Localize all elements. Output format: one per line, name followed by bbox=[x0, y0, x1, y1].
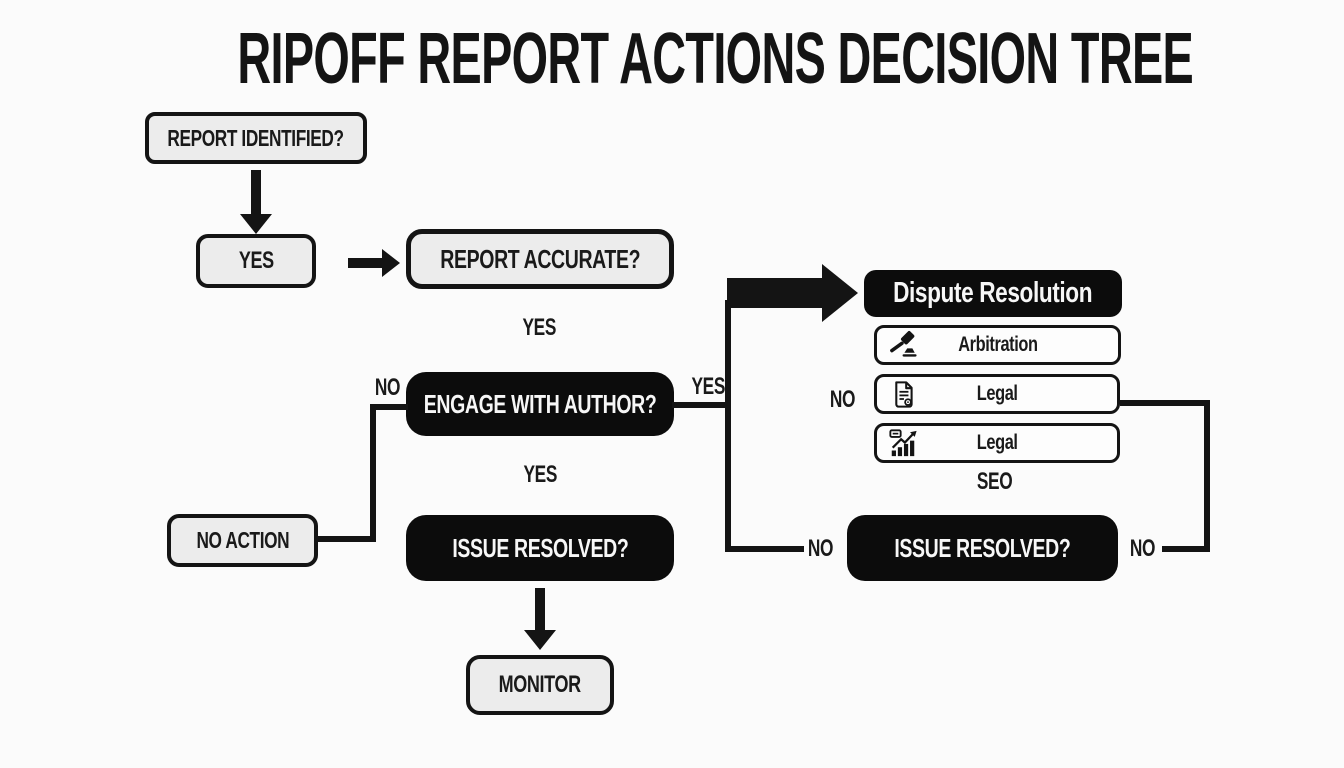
node-issue-resolved-left: ISSUE RESOLVED? bbox=[406, 515, 674, 581]
edge-right-vertical bbox=[1204, 400, 1210, 552]
node-report-accurate-label: REPORT ACCURATE? bbox=[440, 243, 640, 274]
node-issue-resolved-right: ISSUE RESOLVED? bbox=[847, 515, 1118, 581]
arrow-shaft bbox=[535, 588, 545, 632]
node-legal-seo-label: Legal bbox=[976, 431, 1018, 454]
page-title-text: RIPOFF REPORT ACTIONS DECISION TREE bbox=[237, 19, 1194, 99]
node-legal-seo: Legal bbox=[874, 423, 1120, 463]
arrowhead-down-icon bbox=[240, 214, 272, 234]
node-dispute-resolution-label: Dispute Resolution bbox=[893, 277, 1093, 309]
edge-engage-no-tick bbox=[370, 404, 408, 410]
edge-label-dispute-no: NO bbox=[829, 386, 855, 413]
arrowhead-right-icon bbox=[822, 264, 858, 322]
edge-no-action-horizontal bbox=[318, 536, 374, 542]
edge-label-accurate-yes: YES bbox=[522, 314, 556, 341]
node-no-action-label: NO ACTION bbox=[196, 527, 289, 553]
arrowhead-right-icon bbox=[382, 249, 400, 277]
gavel-icon bbox=[888, 330, 918, 360]
node-dispute-resolution: Dispute Resolution bbox=[864, 270, 1122, 317]
node-engage-author-label: ENGAGE WITH AUTHOR? bbox=[423, 388, 657, 419]
node-arbitration: Arbitration bbox=[874, 325, 1121, 365]
node-report-identified: REPORT IDENTIFIED? bbox=[145, 112, 367, 164]
edge-label-resolved-no-left: NO bbox=[807, 535, 833, 562]
edge-engage-no-vertical bbox=[370, 404, 376, 542]
node-arbitration-label: Arbitration bbox=[957, 333, 1038, 356]
node-legal-document-label: Legal bbox=[976, 382, 1018, 405]
edge-main-vertical bbox=[725, 300, 731, 552]
edge-legal-right-horizontal bbox=[1120, 400, 1210, 406]
edge-resolved-right-no-right-horizontal bbox=[1162, 546, 1210, 552]
arrowhead-down-icon bbox=[524, 630, 556, 650]
node-monitor-label: MONITOR bbox=[498, 671, 582, 698]
legal-document-icon bbox=[888, 379, 918, 409]
edge-label-seo: SEO bbox=[977, 468, 1013, 495]
edge-engage-yes-horizontal bbox=[672, 402, 728, 408]
node-report-accurate: REPORT ACCURATE? bbox=[406, 229, 674, 289]
seo-chart-icon bbox=[888, 428, 918, 458]
edge-label-resolved-no-right: NO bbox=[1129, 535, 1155, 562]
arrow-shaft bbox=[348, 258, 384, 268]
node-engage-author: ENGAGE WITH AUTHOR? bbox=[406, 372, 674, 436]
node-report-identified-label: REPORT IDENTIFIED? bbox=[167, 124, 345, 151]
arrow-shaft bbox=[251, 170, 261, 216]
edge-label-engage-no: NO bbox=[374, 374, 400, 401]
edge-resolved-right-no-left-horizontal bbox=[728, 546, 804, 552]
node-no-action: NO ACTION bbox=[167, 514, 318, 567]
page-title: RIPOFF REPORT ACTIONS DECISION TREE bbox=[0, 18, 1344, 100]
node-issue-resolved-right-label: ISSUE RESOLVED? bbox=[894, 532, 1071, 563]
node-monitor: MONITOR bbox=[466, 655, 614, 715]
node-legal-document: Legal bbox=[874, 374, 1120, 414]
arrow-shaft bbox=[727, 278, 823, 308]
node-yes-label: YES bbox=[238, 247, 274, 274]
node-issue-resolved-left-label: ISSUE RESOLVED? bbox=[451, 532, 629, 563]
edge-label-engage-down-yes: YES bbox=[523, 461, 557, 488]
edge-label-engage-yes: YES bbox=[691, 373, 725, 400]
node-yes: YES bbox=[196, 234, 316, 288]
